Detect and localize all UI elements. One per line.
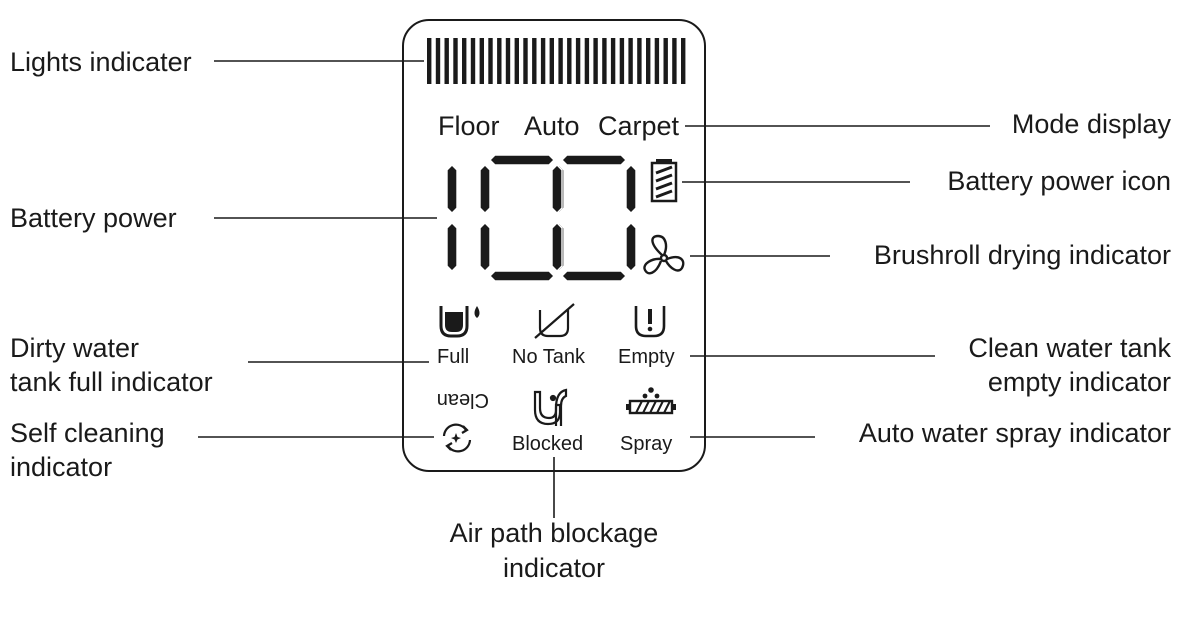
label-clean-water-line1: Clean water tank: [968, 333, 1171, 363]
empty-tank-icon: [634, 306, 666, 338]
light-bar: [435, 38, 441, 84]
light-bar: [462, 38, 467, 84]
light-bar: [514, 38, 519, 84]
empty-label: Empty: [618, 346, 675, 368]
self-clean-icon: [442, 423, 472, 453]
mode-floor: Floor: [438, 111, 500, 141]
spray-brush-icon: [626, 387, 676, 415]
light-bar: [488, 38, 493, 84]
light-bar: [637, 38, 642, 84]
light-bar: [584, 38, 590, 84]
light-bar: [540, 38, 546, 84]
mode-carpet: Carpet: [598, 111, 680, 141]
label-dirty-water-line1: Dirty water: [10, 333, 139, 363]
light-bar: [532, 38, 537, 84]
digit-segment-a: [561, 154, 627, 166]
full-label: Full: [437, 346, 469, 368]
label-battery-power: Battery power: [10, 203, 177, 233]
lights-indicator-bars: [427, 38, 686, 84]
dirty-tank-icon: [439, 306, 480, 338]
light-bar: [602, 38, 607, 84]
battery-digit-hundreds: [446, 164, 458, 272]
digit-segment-a: [489, 154, 555, 166]
digit-segment-e: [479, 222, 491, 272]
blocked-label: Blocked: [512, 433, 583, 455]
light-bar: [663, 38, 668, 84]
light-bar: [549, 38, 554, 84]
label-mode-display: Mode display: [1012, 109, 1172, 139]
spray-label: Spray: [620, 433, 672, 455]
label-brushroll-drying: Brushroll drying indicator: [874, 240, 1171, 270]
digit-segment-b: [625, 164, 637, 214]
digit-segment-f: [551, 164, 563, 214]
battery-digit-ones: [551, 154, 637, 282]
digit-segment-f: [479, 164, 491, 214]
mode-auto: Auto: [524, 111, 580, 141]
light-bar: [558, 38, 563, 84]
label-air-path-line2: indicator: [503, 553, 605, 583]
label-dirty-water-line2: tank full indicator: [10, 367, 213, 397]
light-bar: [427, 38, 432, 84]
no-tank-label: No Tank: [512, 346, 586, 368]
no-tank-icon: [534, 303, 575, 339]
clean-label-inverted: Clean: [437, 389, 489, 411]
label-battery-power-icon: Battery power icon: [947, 166, 1171, 196]
light-bar: [497, 38, 502, 84]
digit-segment-c: [625, 222, 637, 272]
light-bar: [444, 38, 449, 84]
digit-segment-e: [551, 222, 563, 272]
battery-icon: [650, 159, 678, 203]
light-bar: [523, 38, 528, 84]
light-bar: [505, 38, 511, 84]
label-auto-water-spray: Auto water spray indicator: [859, 418, 1171, 448]
digit-segment-d: [561, 270, 627, 282]
light-bar: [479, 38, 484, 84]
light-bar: [567, 38, 572, 84]
label-self-cleaning-line1: Self cleaning: [10, 418, 165, 448]
light-bar: [681, 38, 686, 84]
light-bar: [610, 38, 616, 84]
digit-segment-d: [489, 270, 555, 282]
light-bar: [453, 38, 458, 84]
label-air-path-line1: Air path blockage: [450, 518, 659, 548]
digit-segment-b: [446, 164, 458, 214]
light-bar: [619, 38, 625, 84]
digit-segment-c: [446, 222, 458, 272]
light-bar: [654, 38, 660, 84]
label-clean-water-line2: empty indicator: [988, 367, 1171, 397]
blocked-pipe-icon: [533, 388, 568, 426]
label-self-cleaning-line2: indicator: [10, 452, 112, 482]
label-lights-indicator: Lights indicater: [10, 47, 192, 77]
light-bar: [672, 38, 677, 84]
light-bar: [628, 38, 633, 84]
light-bar: [470, 38, 476, 84]
light-bar: [646, 38, 651, 84]
light-bar: [575, 38, 581, 84]
fan-icon: [643, 234, 685, 275]
light-bar: [593, 38, 598, 84]
